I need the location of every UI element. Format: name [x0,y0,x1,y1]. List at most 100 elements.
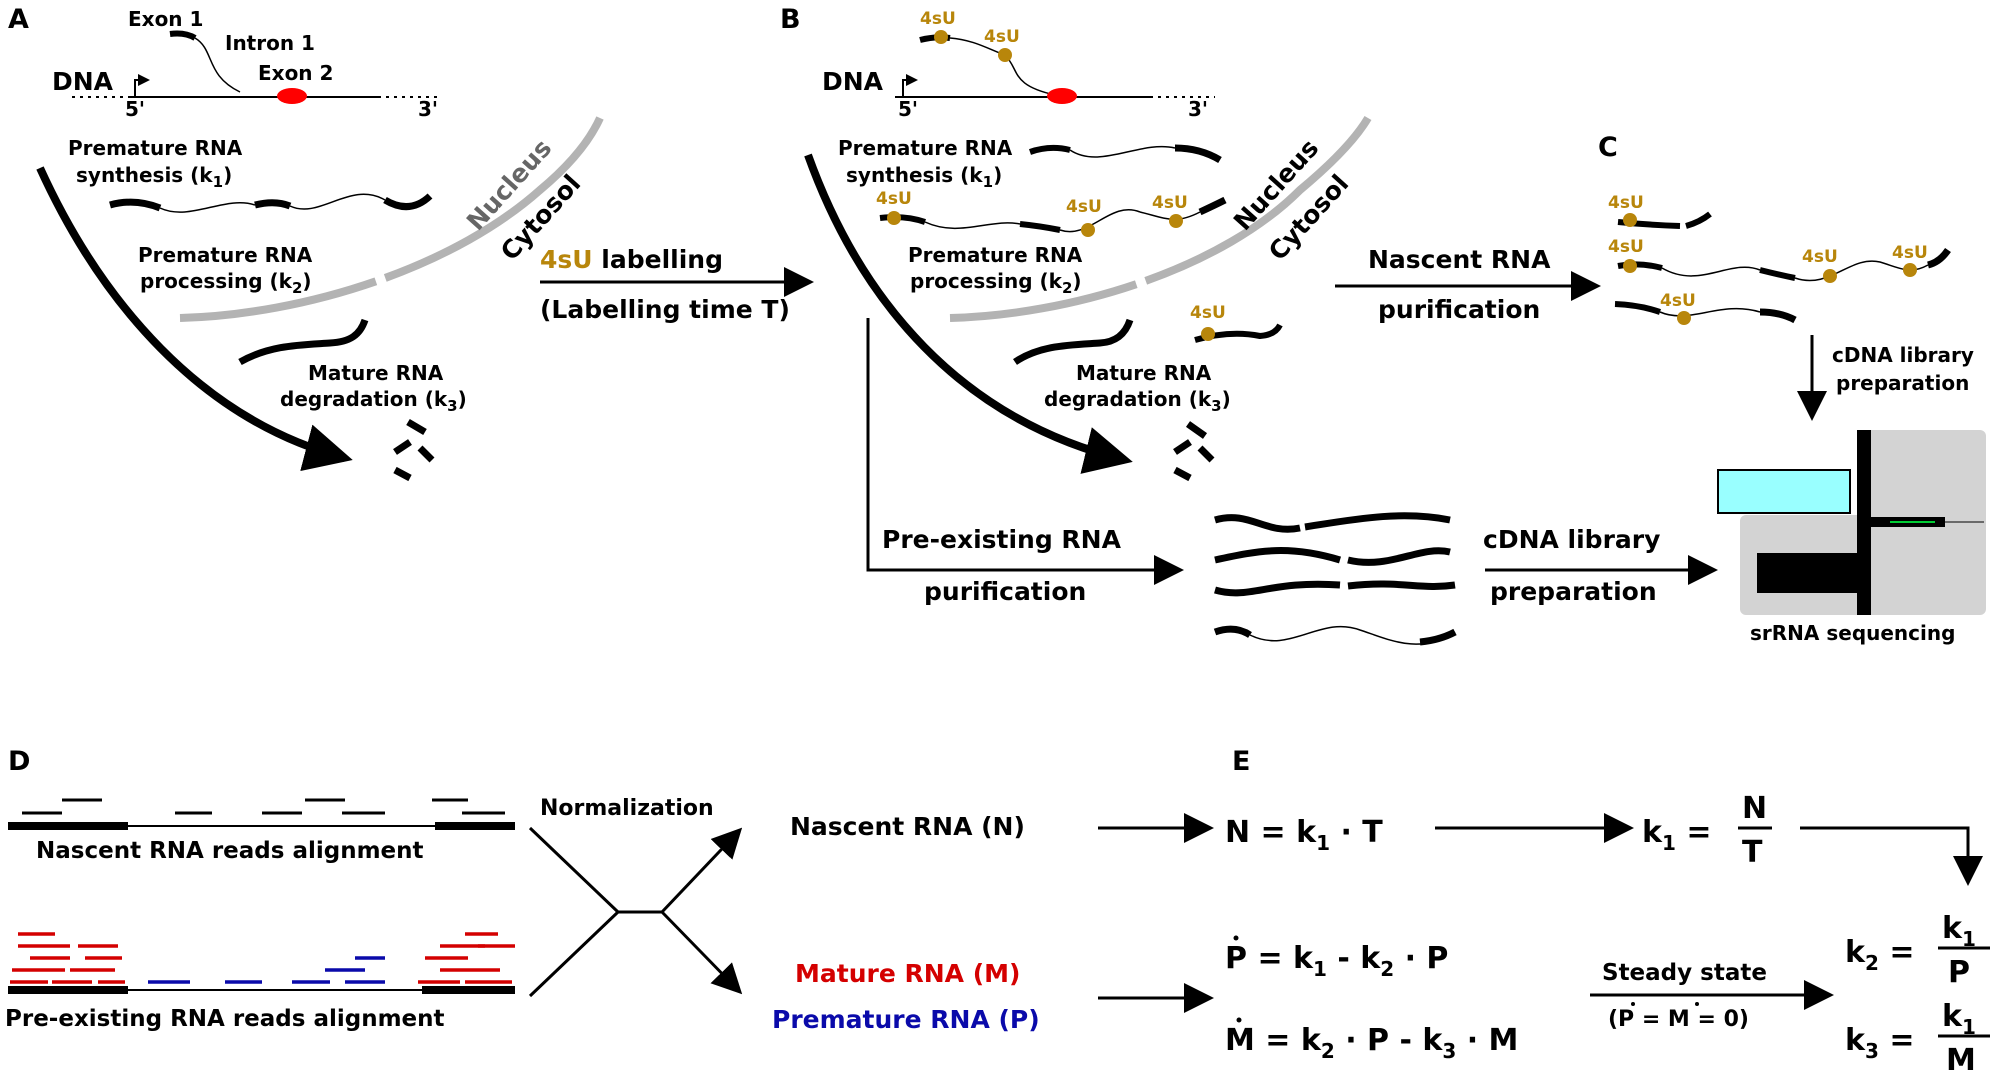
dot-accent [1236,1017,1242,1023]
nascent-reads-alignment [8,798,515,830]
processing-label-2: processing (k2) [910,269,1082,297]
cdna-label: cDNA library [1483,525,1660,554]
k2-denominator: P [1948,955,1970,990]
tag-4su: 4sU [1892,243,1928,263]
degraded-rna-fragments [393,418,435,482]
degradation-label-2: degradation (k3) [280,387,467,415]
exon1-label: Exon 1 [128,7,203,31]
sequencer-machine [1717,430,1986,615]
dot-accent [1631,1002,1635,1006]
three-prime-label: 3' [1188,97,1208,121]
k1-definition: k1 = [1642,815,1711,855]
nuclear-membrane [179,116,604,322]
pre-existing-rna-bundle [1213,512,1457,646]
synthesis-arrow [804,153,1133,474]
tag-4su: 4sU [1608,193,1644,213]
nascent-purification-label: purification [1378,295,1540,324]
mature-rna-molecule [238,318,369,366]
tag-4su: 4sU [1660,291,1696,311]
panel-a: A Exon 1 Intron 1 Exon 2 DNA 5' 3' Prema… [8,4,604,482]
panel-b-letter: B [780,4,801,35]
unlabeled-premature-rna [1029,144,1222,164]
k3-numerator: k1 [1942,999,1976,1039]
five-prime-label: 5' [898,97,918,121]
mdot-equation: M = k2 · P - k3 · M [1225,1023,1518,1063]
tag-4su: 4sU [920,9,956,29]
cdna-label: cDNA library [1832,343,1974,367]
degradation-label: Mature RNA [1076,361,1212,385]
pre-existing-purification-label: purification [924,577,1086,606]
degraded-rna-fragments [1173,421,1215,482]
processing-label: Premature RNA [138,243,313,267]
tag-4su: 4sU [1802,247,1838,267]
k2-numerator: k1 [1942,911,1976,951]
degradation-label-2: degradation (k3) [1044,387,1231,415]
tag-4su: 4sU [1190,303,1226,323]
label-4su-dot [934,30,948,44]
dna-label: DNA [52,67,114,96]
processing-label: Premature RNA [908,243,1083,267]
intron1-label: Intron 1 [225,31,315,55]
panel-e-letter: E [1232,746,1250,777]
exon-marker [277,88,307,104]
labelling-arrow-group: 4sU labelling (Labelling time T) [540,245,814,324]
equation-n: N = k1 · T [1225,815,1383,855]
panel-d-letter: D [8,746,30,777]
pre-existing-alignment-label: Pre-existing RNA reads alignment [5,1006,445,1032]
premature-rna-label: Premature RNA (P) [772,1005,1040,1034]
five-prime-label: 5' [125,97,145,121]
steady-state-condition: (P = M = 0) [1608,1007,1749,1032]
k1-denominator: T [1742,835,1763,870]
pre-existing-reads-alignment [8,932,515,994]
tag-4su: 4sU [984,27,1020,47]
panel-c-letter: C [1598,132,1618,163]
exon-marker [1047,88,1077,104]
synthesis-label-2: synthesis (k1) [76,163,232,191]
k3-definition: k3 = [1845,1023,1914,1063]
promoter-arrow [134,74,150,97]
synthesis-arrow [36,166,353,472]
mature-rna-molecule [1013,318,1134,365]
tag-4su: 4sU [876,189,912,209]
panel-c: C 4sU 4sU 4sU 4sU 4sU cDNA library [1598,132,1986,645]
mature-rna-label: Mature RNA (M) [795,959,1020,988]
labelling-label: 4sU labelling [540,245,723,274]
nascent-rna-molecule [1617,211,1712,229]
nuclear-membrane [949,115,1372,322]
k3-denominator: M [1946,1043,1976,1077]
normalization-fork [528,826,743,998]
cdna-preparation-label: preparation [1490,577,1657,606]
pdot-equation: P = k1 - k2 · P [1225,941,1448,981]
tag-4su: 4sU [1152,193,1188,213]
label-4su-dot [998,48,1012,62]
processing-label-2: processing (k2) [140,269,312,297]
synthesis-label: Premature RNA [838,136,1013,160]
degradation-label: Mature RNA [308,361,444,385]
panel-e: E N = k1 · T k1 = N T P = k1 - k2 · P M … [1098,746,1990,1077]
dot-accent [1233,935,1239,941]
nascent-alignment-label: Nascent RNA reads alignment [36,838,424,864]
k2-definition: k2 = [1845,935,1914,975]
tag-4su: 4sU [1608,237,1644,257]
nascent-rna-molecule [1614,301,1797,325]
dot-accent [1695,1002,1699,1006]
panel-a-letter: A [8,4,29,35]
panel-b: B 4sU 4sU DNA 5' 3' Premature RNA synthe… [780,4,1718,646]
three-prime-label: 3' [418,97,438,121]
promoter-arrow [902,74,918,97]
exon2-label: Exon 2 [258,61,333,85]
sequencer-screen [1717,469,1851,514]
pre-existing-arrow [866,318,1184,585]
labeled-premature-rna [879,196,1227,237]
nascent-label: Nascent RNA [1368,245,1551,274]
k1-numerator: N [1742,791,1767,826]
synthesis-label-2: synthesis (k1) [846,163,1002,191]
premature-rna-strand [169,30,197,41]
arrow [1800,826,1983,886]
normalization-label: Normalization [540,796,714,821]
dna-label: DNA [822,67,884,96]
steady-state-label: Steady state [1602,960,1767,986]
tag-4su: 4sU [1066,197,1102,217]
cdna-preparation-label: preparation [1836,371,1969,395]
